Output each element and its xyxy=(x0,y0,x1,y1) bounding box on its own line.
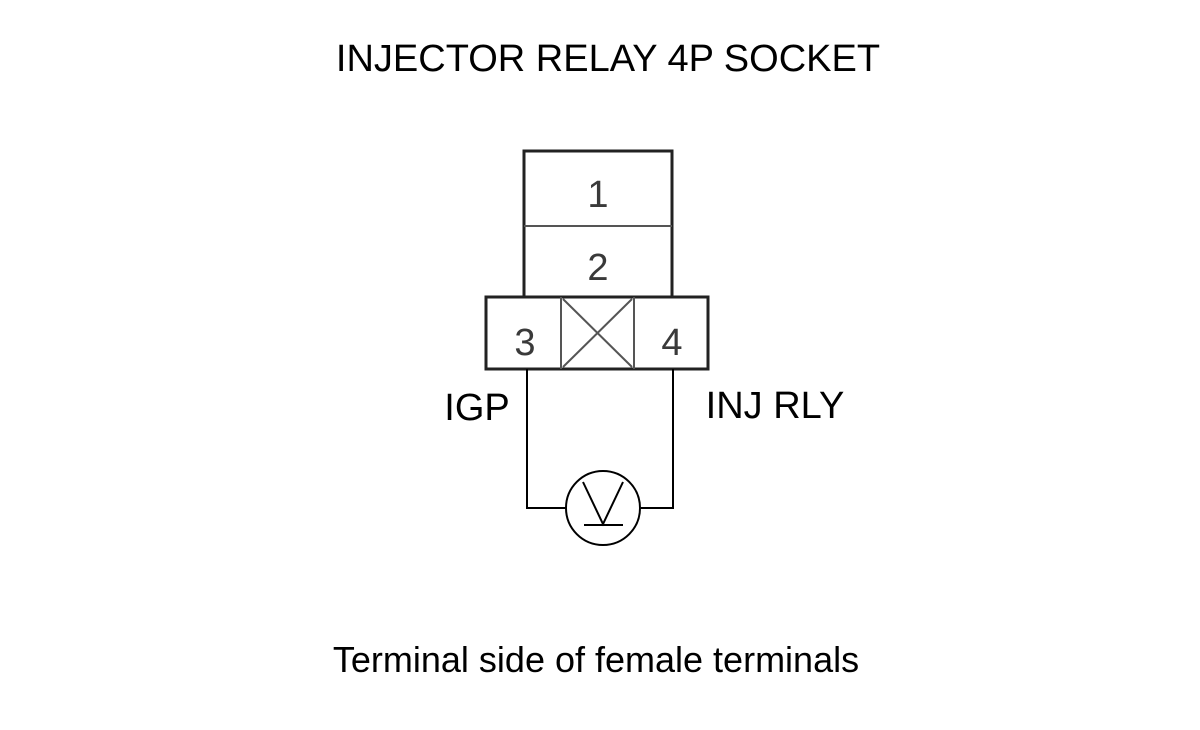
connector-socket: 1 2 3 4 xyxy=(484,149,710,371)
connector-upper-body xyxy=(522,149,674,299)
voltmeter-icon xyxy=(565,470,641,546)
pin-label-4: 4 xyxy=(661,322,682,364)
pin-label-3: 3 xyxy=(514,322,535,364)
test-lead-right xyxy=(641,369,674,509)
diagram-caption: Terminal side of female terminals xyxy=(333,639,859,680)
blank-cavity-x-icon xyxy=(562,298,633,368)
wire-label-inj-rly: INJ RLY xyxy=(706,385,845,427)
pin-label-1: 1 xyxy=(587,174,608,216)
pin-label-2: 2 xyxy=(587,247,608,289)
wire-label-igp: IGP xyxy=(444,387,509,429)
diagram-title: INJECTOR RELAY 4P SOCKET xyxy=(336,38,880,80)
test-lead-left xyxy=(526,369,566,509)
